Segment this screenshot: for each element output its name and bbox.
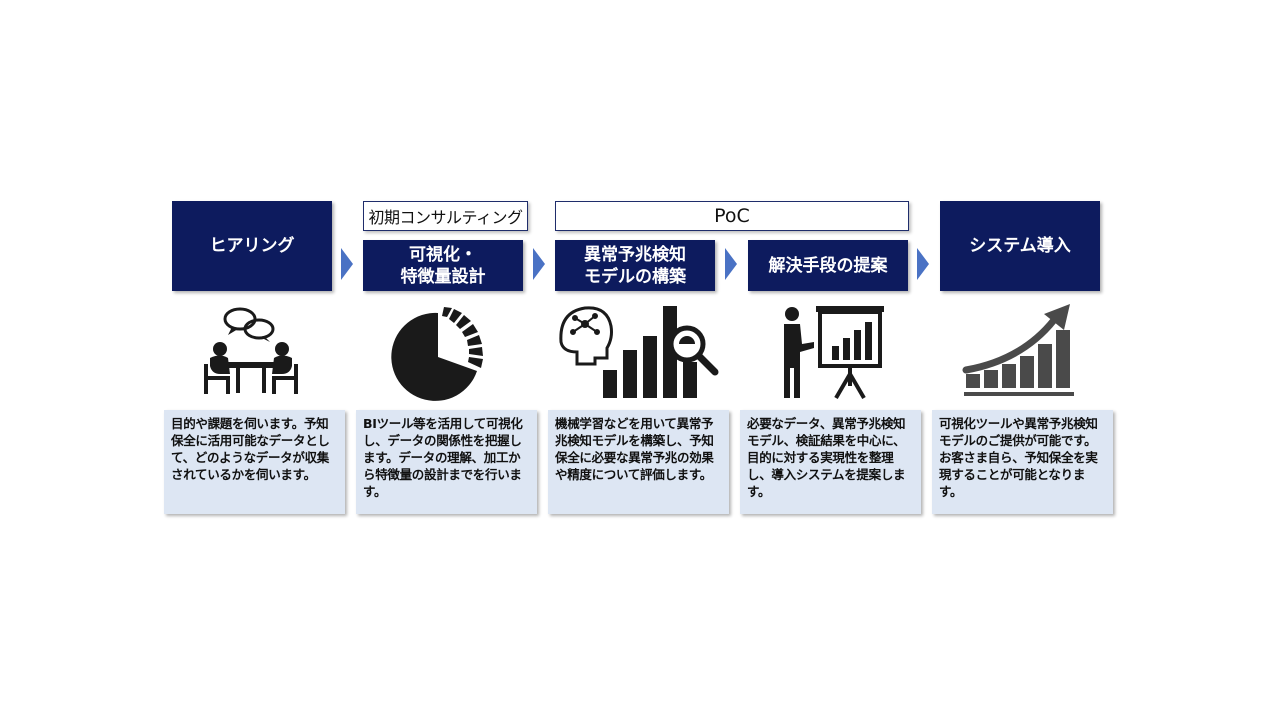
step-label: 解決手段の提案	[768, 255, 888, 276]
pie-chart-icon	[391, 307, 483, 401]
description-system-introduction: 可視化ツールや異常予兆検知モデルのご提供が可能です。お客さま自ら、予知保全を実現…	[932, 410, 1113, 514]
step-system-introduction: システム導入	[940, 201, 1100, 291]
description-visualization: BIツール等を活用して可視化し、データの関係性を把握します。データの理解、加工か…	[356, 410, 537, 514]
step-anomaly-model: 異常予兆検知 モデルの構築	[555, 240, 715, 291]
step-label-line2: モデルの構築	[584, 266, 686, 287]
step-label-line2: 特徴量設計	[400, 266, 486, 287]
step-hearing: ヒアリング	[172, 201, 332, 291]
meeting-icon	[204, 307, 298, 394]
arrow-right-icon	[917, 248, 929, 280]
description-hearing: 目的や課題を伺います。予知保全に活用可能なデータとして、どのようなデータが収集さ…	[164, 410, 345, 514]
arrow-right-icon	[533, 248, 545, 280]
arrow-right-icon	[725, 248, 737, 280]
phase-label-poc: PoC	[555, 201, 909, 231]
step-solution-proposal: 解決手段の提案	[748, 240, 908, 291]
step-label-line1: 異常予兆検知	[584, 244, 686, 265]
ai-analysis-icon	[559, 306, 719, 398]
step-visualization: 可視化・ 特徴量設計	[363, 240, 523, 291]
step-label-line1: 可視化・	[409, 244, 477, 265]
growth-chart-icon	[962, 304, 1074, 396]
phase-label-consulting: 初期コンサルティング	[363, 201, 528, 231]
arrow-right-icon	[341, 248, 353, 280]
step-label: ヒアリング	[209, 236, 295, 256]
description-anomaly-model: 機械学習などを用いて異常予兆検知モデルを構築し、予知保全に必要な異常予兆の効果や…	[548, 410, 729, 514]
presentation-icon	[784, 306, 884, 400]
description-solution-proposal: 必要なデータ、異常予兆検知モデル、検証結果を中心に、目的に対する実現性を整理し、…	[740, 410, 921, 514]
step-label: システム導入	[969, 236, 1071, 256]
